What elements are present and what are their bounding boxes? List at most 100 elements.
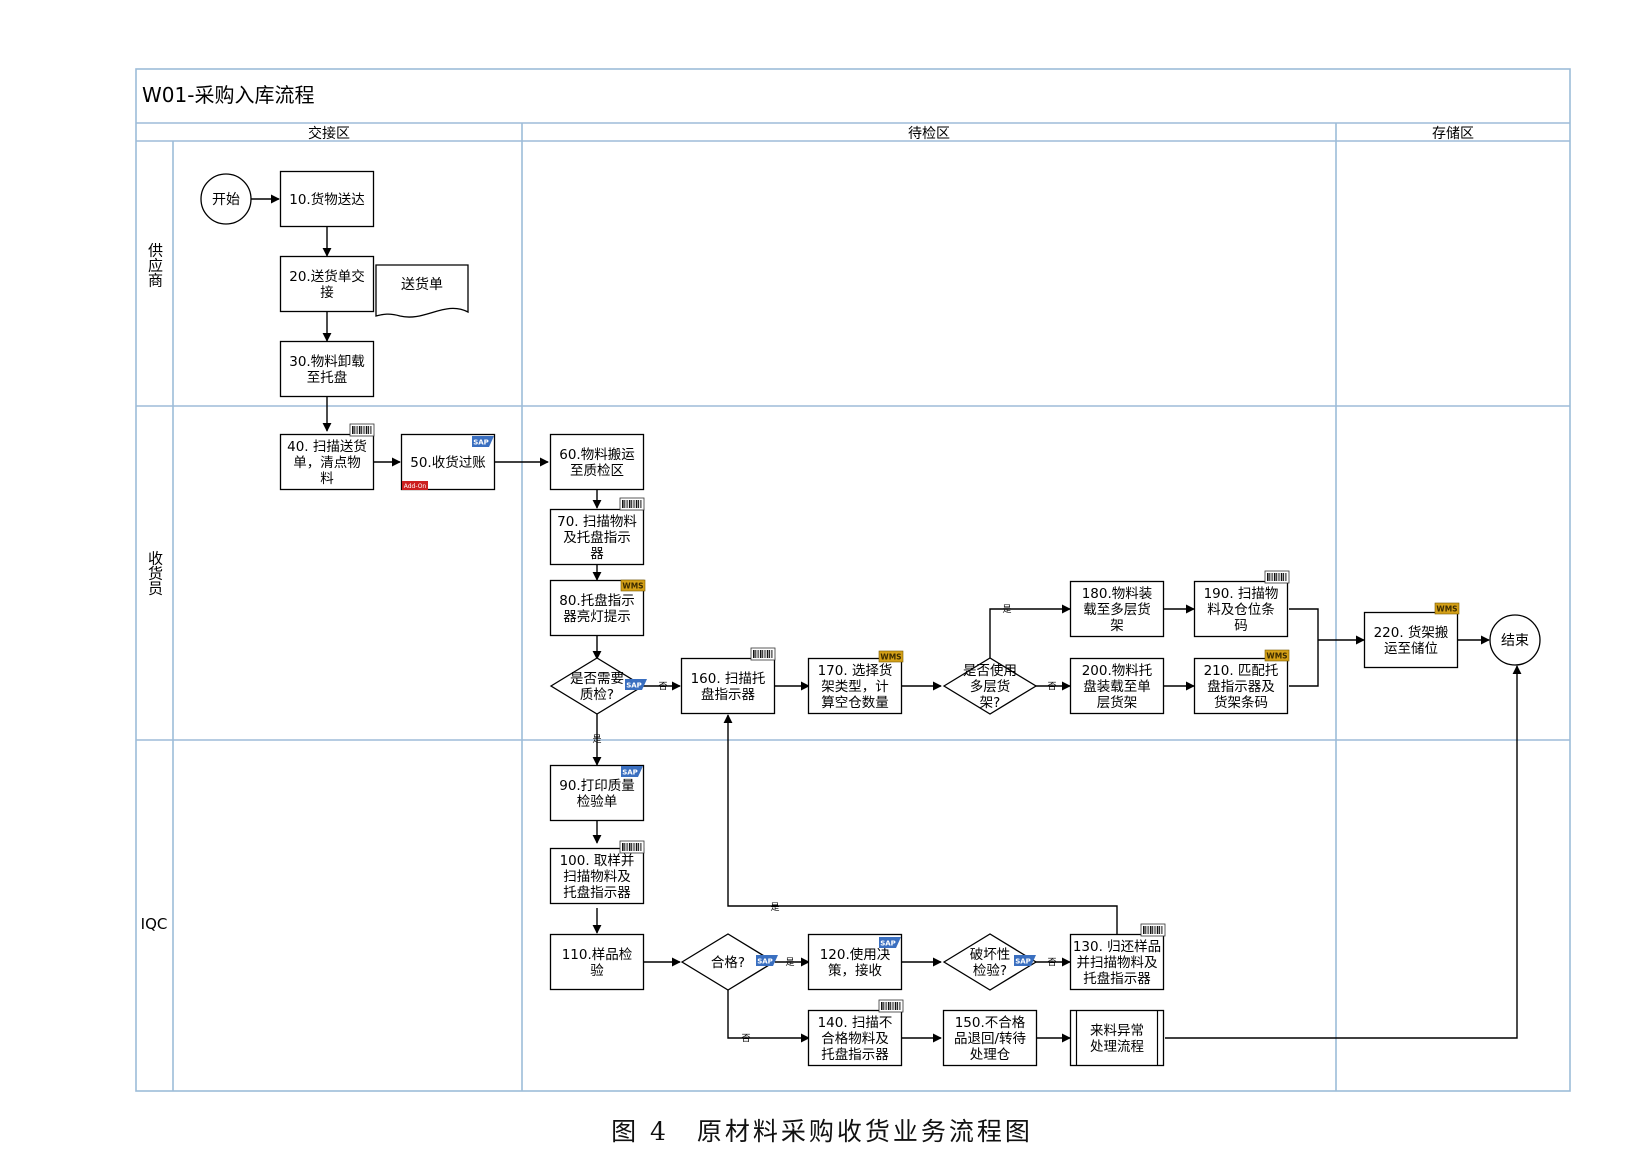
node-label-line: 货架条码 <box>1214 694 1268 711</box>
edge-label-destr-no: 否 <box>1047 957 1056 968</box>
node-label-line: 单，清点物 <box>293 455 361 471</box>
svg-text:Add-On: Add-On <box>404 483 427 490</box>
sap-badge-icon: SAP <box>472 436 494 447</box>
node-label-line: 40. 扫描送货 <box>287 438 367 455</box>
node-label-line: 60.物料搬运 <box>559 447 635 463</box>
lane-label-supplier: 供应商 <box>146 243 164 288</box>
wms-badge-icon: WMS <box>878 650 904 663</box>
node-label-line: 至托盘 <box>307 369 348 386</box>
node-label-line: 10.货物送达 <box>289 191 365 208</box>
barcode-icon <box>1140 923 1166 937</box>
svg-text:WMS: WMS <box>880 653 901 662</box>
caption-text: 原材料采购收货业务流程图 <box>696 1117 1033 1146</box>
document-shipping-note[interactable]: 送货单 <box>375 264 469 318</box>
end-node[interactable]: 结束 <box>1489 614 1541 666</box>
node-label-line: 是否需要 <box>570 671 624 687</box>
connectors <box>251 194 1522 1043</box>
node-label-line: 托盘指示器 <box>821 1046 889 1063</box>
wms-badge-icon: WMS <box>620 579 646 592</box>
process-step-50[interactable]: 50.收货过账 <box>400 433 496 491</box>
node-label-line: 器亮灯提示 <box>563 608 631 625</box>
node-label-line: 110.样品检 <box>562 947 633 963</box>
edge-label-multi-yes: 是 <box>1002 604 1011 615</box>
start-node[interactable]: 开始 <box>200 173 252 225</box>
node-label-line: 检验单 <box>577 794 618 810</box>
node-label-line: 及托盘指示 <box>563 529 631 546</box>
node-label-line: 策，接收 <box>828 962 882 979</box>
node-label-line: 150.不合格 <box>955 1015 1026 1031</box>
zone-header-inspection: 待检区 <box>908 126 950 142</box>
barcode-icon <box>619 840 645 854</box>
svg-text:WMS: WMS <box>1266 652 1287 661</box>
figure-caption: 图 4 原材料采购收货业务流程图 <box>0 1112 1644 1148</box>
node-label-line: 220. 货架搬 <box>1374 624 1449 641</box>
node-label-line: 140. 扫描不 <box>818 1015 893 1031</box>
node-label-line: 是否使用 <box>963 662 1017 679</box>
node-label-line: 至质检区 <box>570 463 624 479</box>
node-label-line: 层货架 <box>1097 694 1138 711</box>
svg-text:SAP: SAP <box>622 769 638 777</box>
sap-badge-icon: SAP <box>1014 955 1036 966</box>
svg-text:SAP: SAP <box>626 682 642 690</box>
svg-text:SAP: SAP <box>880 940 896 948</box>
sap-badge-icon: SAP <box>625 679 647 690</box>
node-label-line: 多层货 <box>970 678 1011 695</box>
caption-figure-number: 图 4 <box>611 1117 669 1146</box>
sap-badge-icon: SAP <box>756 955 778 966</box>
svg-text:WMS: WMS <box>622 582 643 591</box>
node-label-line: 合格物料及 <box>821 1031 889 1047</box>
edge-label-multi-no: 否 <box>1047 681 1056 692</box>
node-label-line: 破坏性 <box>970 947 1011 963</box>
node-label-line: 检验? <box>973 963 1007 979</box>
node-label-line: 品退回/转待 <box>954 1031 1026 1047</box>
svg-text:SAP: SAP <box>1015 958 1031 966</box>
document-label: 送货单 <box>401 276 443 293</box>
wms-badge-icon: WMS <box>1264 649 1290 662</box>
node-label-line: 算空仓数量 <box>821 695 889 711</box>
node-label-line: 并扫描物料及 <box>1077 955 1158 971</box>
node-label-line: 处理仓 <box>970 1047 1011 1063</box>
zone-header-handover: 交接区 <box>308 125 350 142</box>
edge-label-destr-yes: 是 <box>770 902 779 913</box>
diagram-title: W01-采购入库流程 <box>142 83 314 107</box>
node-label-line: 200.物料托 <box>1082 663 1153 679</box>
decision-pass[interactable]: 合格? <box>680 933 776 991</box>
process-step-10[interactable]: 10.货物送达 <box>279 170 375 228</box>
node-label-line: 170. 选择货 <box>818 662 893 679</box>
edge-label-qc-no: 否 <box>658 681 667 692</box>
node-label-line: 20.送货单交 <box>289 268 364 285</box>
node-label-line: 90.打印质量 <box>559 777 634 794</box>
swimlane-frame <box>135 68 1571 1092</box>
node-label-line: 盘指示器及 <box>1207 678 1275 695</box>
node-label-line: 扫描物料及 <box>563 869 631 885</box>
edge-label-pass-no: 否 <box>741 1033 750 1044</box>
node-label-line: 180.物料装 <box>1082 586 1153 602</box>
lane-label-receiver: 收货员 <box>146 551 164 596</box>
node-label-line: 质检? <box>580 687 614 703</box>
node-label-line: 盘指示器 <box>701 686 755 703</box>
